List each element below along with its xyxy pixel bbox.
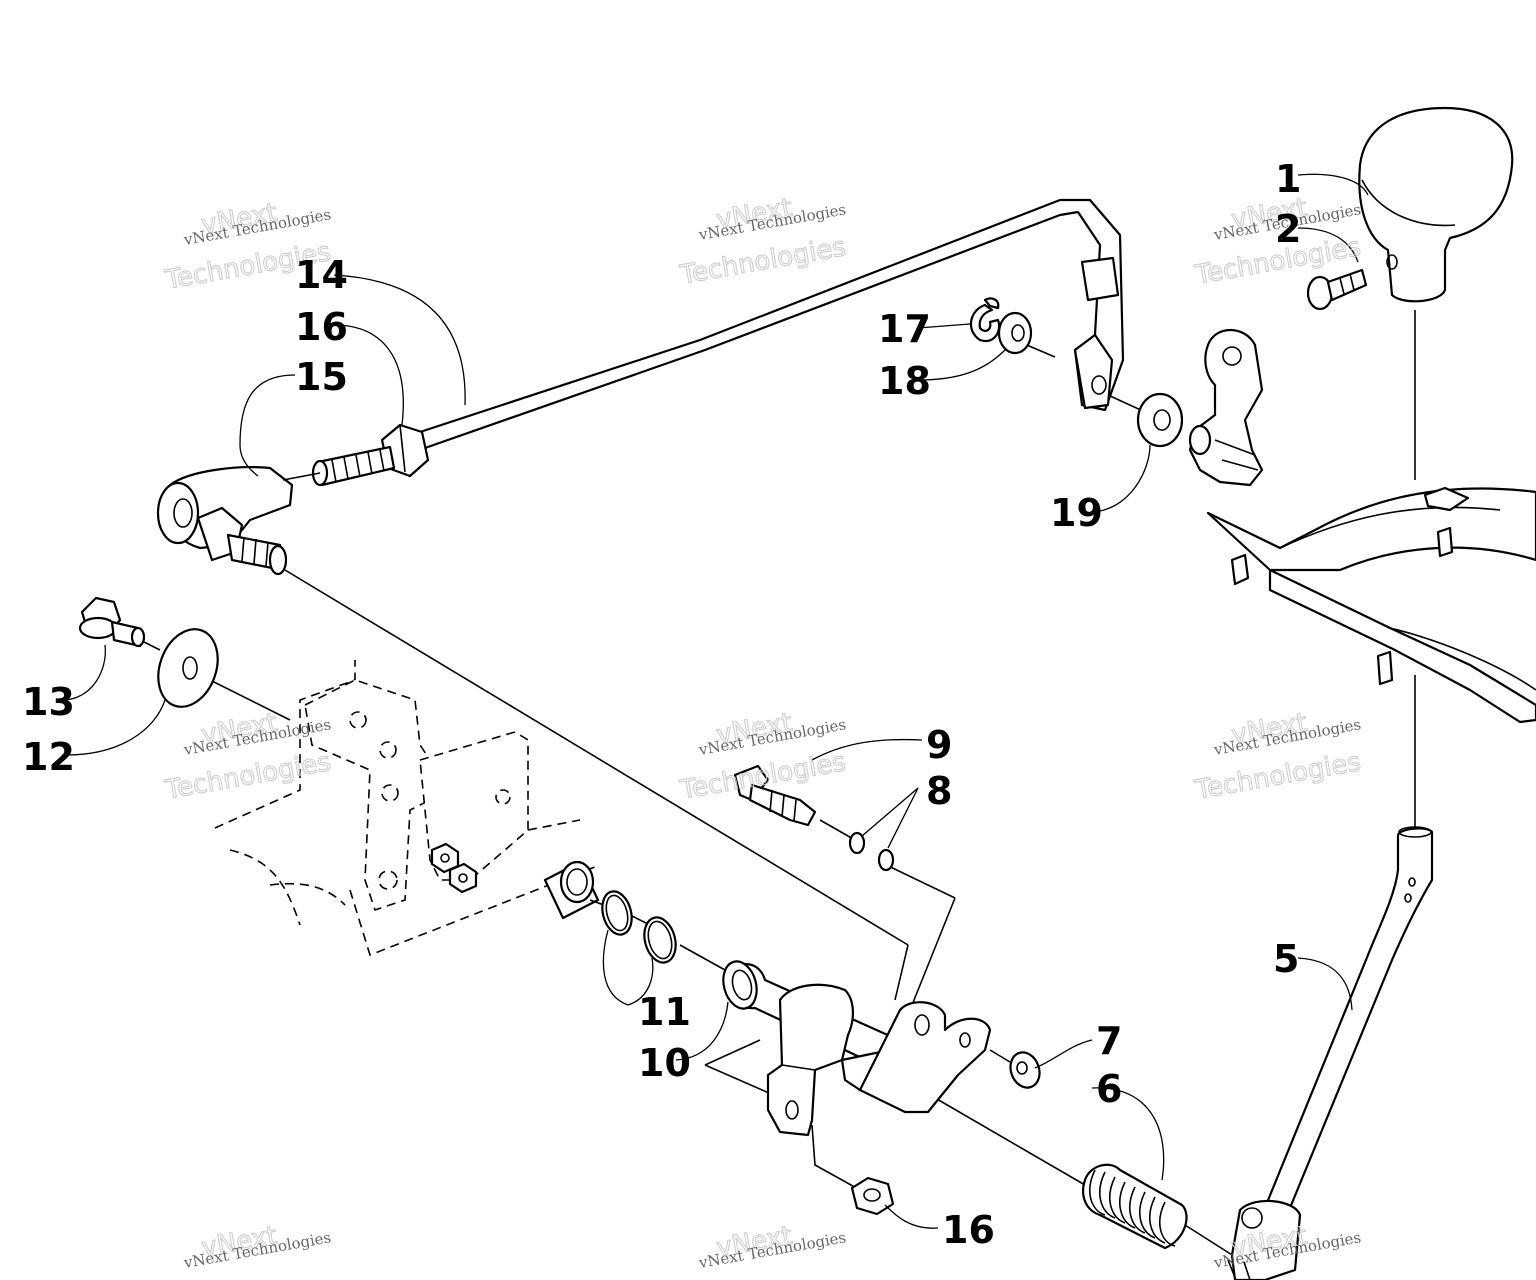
flat-washer <box>157 628 219 708</box>
callout-13: 13 <box>22 680 75 724</box>
callout-16-bottom: 16 <box>942 1208 995 1252</box>
callout-7: 7 <box>1096 1019 1122 1063</box>
shaft-washer <box>1009 1051 1041 1089</box>
shift-arm <box>1188 329 1264 487</box>
shift-rod <box>418 198 1125 450</box>
shift-gate-plate <box>1206 486 1536 724</box>
shift-bracket <box>766 983 992 1137</box>
callout-10: 10 <box>638 1041 691 1085</box>
callout-1: 1 <box>1275 157 1301 201</box>
e-clip <box>969 297 1001 343</box>
callout-11: 11 <box>638 990 691 1034</box>
callout-9: 9 <box>926 723 952 767</box>
callout-5: 5 <box>1273 937 1299 981</box>
rod-threaded-end <box>311 445 396 487</box>
shift-knob <box>1358 106 1514 303</box>
knob-screw <box>1306 268 1368 311</box>
callout-19: 19 <box>1050 491 1103 535</box>
callout-12: 12 <box>22 735 75 779</box>
callout-14: 14 <box>295 253 348 297</box>
ball-joint <box>156 466 294 576</box>
large-o-rings <box>601 890 677 964</box>
callout-16-top: 16 <box>295 305 348 349</box>
callout-numbers: 1 2 5 6 7 8 9 10 11 12 13 14 15 16 16 17… <box>22 157 1301 1252</box>
callout-2: 2 <box>1275 207 1301 251</box>
lock-nut <box>850 1176 895 1216</box>
callout-8: 8 <box>926 769 952 813</box>
callout-18: 18 <box>878 359 931 403</box>
frame-bracket <box>214 660 601 957</box>
callout-6: 6 <box>1096 1067 1122 1111</box>
callout-17: 17 <box>878 307 931 351</box>
shift-lever <box>1227 826 1434 1280</box>
o-ring-pair <box>848 831 895 872</box>
assembly-lines <box>139 310 1416 1261</box>
leader-lines <box>61 173 1369 1229</box>
small-washer <box>997 311 1033 355</box>
bushing-washer <box>1136 392 1184 448</box>
callout-15: 15 <box>295 355 348 399</box>
flange-bolt <box>78 596 146 648</box>
return-spring <box>1082 1163 1188 1250</box>
grease-fitting <box>733 764 817 827</box>
